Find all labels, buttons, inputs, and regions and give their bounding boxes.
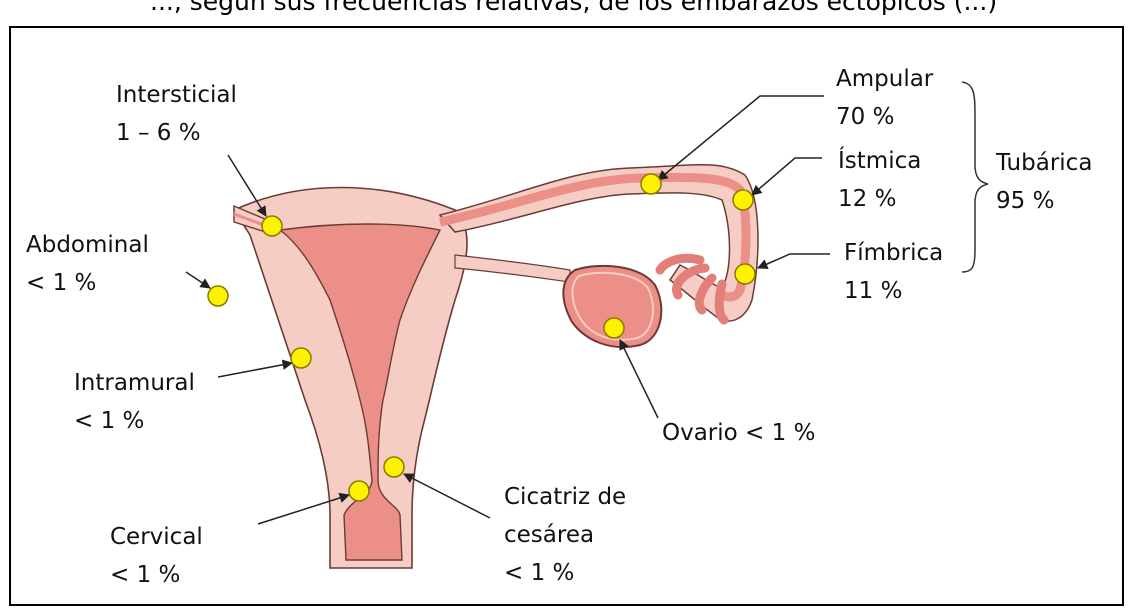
- marker-intersticial: [262, 216, 282, 236]
- arrow-istmica: [752, 158, 822, 195]
- marker-cervical: [349, 481, 369, 501]
- marker-fimbrica: [735, 264, 755, 284]
- marker-ampular: [641, 174, 661, 194]
- arrow-intramural: [218, 363, 292, 377]
- arrow-abdominal: [186, 272, 210, 288]
- label-intramural: Intramural< 1 %: [74, 364, 195, 440]
- label-cervical: Cervical< 1 %: [110, 518, 203, 594]
- marker-cicatriz: [384, 457, 404, 477]
- marker-abdominal: [208, 286, 228, 306]
- marker-ovario: [604, 318, 624, 338]
- marker-istmica: [733, 190, 753, 210]
- marker-intramural: [291, 348, 311, 368]
- label-ovario: Ovario < 1 %: [662, 414, 815, 452]
- arrow-cicatriz: [404, 474, 490, 518]
- label-abdominal: Abdominal< 1 %: [26, 226, 149, 302]
- arrow-ovario: [620, 340, 658, 418]
- arrow-fimbrica: [758, 254, 830, 268]
- tubarica-brace: [962, 82, 988, 272]
- ovarian-ligament: [455, 255, 570, 282]
